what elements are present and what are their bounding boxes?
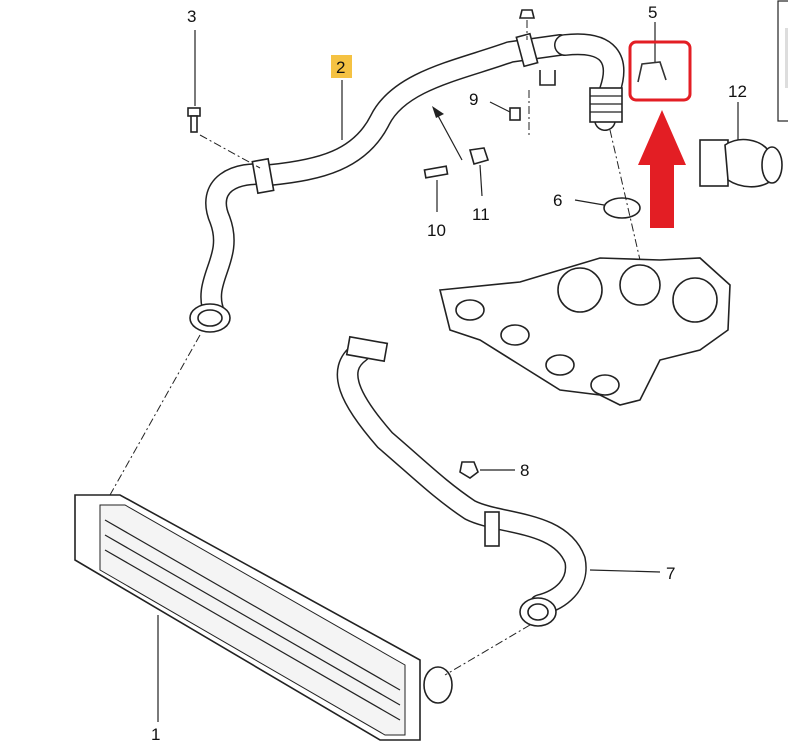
callout-12: 12 xyxy=(728,82,747,101)
turbocharger-manifold xyxy=(438,257,731,406)
callout-10: 10 xyxy=(427,221,446,240)
red-arrow-up-icon xyxy=(638,110,686,228)
screw-9 xyxy=(509,107,521,121)
callout-7: 7 xyxy=(666,564,675,583)
intercooler-1 xyxy=(74,494,453,741)
callout-2-highlight xyxy=(331,55,352,78)
callout-8: 8 xyxy=(520,461,529,480)
nut-top xyxy=(518,9,536,19)
callout-11: 11 xyxy=(472,205,490,224)
bolt-3 xyxy=(187,107,201,133)
clip-5 xyxy=(637,61,667,83)
callout-6: 6 xyxy=(553,191,562,210)
callout-2: 2 xyxy=(336,58,345,77)
nut-8 xyxy=(459,461,479,479)
callout-1: 1 xyxy=(151,725,160,744)
elbow-connector-12 xyxy=(699,138,783,188)
hose-bracket xyxy=(539,70,556,86)
turbo-outlet-elbow xyxy=(554,33,625,131)
lower-charge-air-hose xyxy=(336,335,587,627)
side-panel-inner xyxy=(785,28,788,88)
callout-5: 5 xyxy=(648,3,657,22)
highlight-box xyxy=(628,40,692,102)
seal-6 xyxy=(603,197,641,219)
side-panel-frame xyxy=(777,0,788,122)
stud-10 xyxy=(423,165,449,179)
upper-charge-air-hose xyxy=(189,32,571,333)
nut-11 xyxy=(468,147,490,165)
callout-3: 3 xyxy=(187,7,196,26)
callout-9: 9 xyxy=(469,90,478,109)
